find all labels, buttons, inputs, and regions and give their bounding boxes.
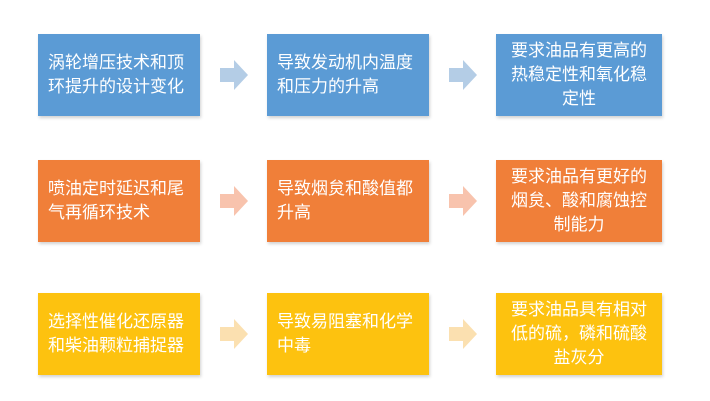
row1-arrow-1 (220, 60, 248, 90)
row2-effect-box: 导致烟炱和酸值都升高 (267, 160, 429, 242)
row3-requirement-text: 要求油品具有相对低的硫，磷和硫酸盐灰分 (511, 300, 647, 368)
row3-effect-box: 导致易阻塞和化学中毒 (267, 293, 429, 375)
row2-cause-text: 喷油定时延迟和尾气再循环技术 (48, 179, 184, 223)
row2-cause-box: 喷油定时延迟和尾气再循环技术 (38, 160, 200, 242)
row3-requirement-box: 要求油品具有相对低的硫，磷和硫酸盐灰分 (496, 293, 662, 375)
row3-arrow-1 (220, 319, 248, 349)
row3-effect-text: 导致易阻塞和化学中毒 (277, 312, 413, 356)
row2-arrow-2 (449, 186, 477, 216)
row1-cause-text: 涡轮增压技术和顶环提升的设计变化 (48, 53, 184, 97)
row2-effect-text: 导致烟炱和酸值都升高 (277, 179, 413, 223)
row1-effect-text: 导致发动机内温度和压力的升高 (277, 53, 413, 97)
row2-arrow-1 (220, 186, 248, 216)
row3-cause-text: 选择性催化还原器和柴油颗粒捕捉器 (48, 312, 184, 356)
row1-effect-box: 导致发动机内温度和压力的升高 (267, 34, 429, 116)
row1-cause-box: 涡轮增压技术和顶环提升的设计变化 (38, 34, 200, 116)
row1-requirement-box: 要求油品有更高的热稳定性和氧化稳定性 (496, 34, 662, 116)
row1-arrow-2 (449, 60, 477, 90)
row2-requirement-text: 要求油品有更好的烟炱、酸和腐蚀控制能力 (511, 167, 647, 235)
row1-requirement-text: 要求油品有更高的热稳定性和氧化稳定性 (511, 41, 647, 109)
row2-requirement-box: 要求油品有更好的烟炱、酸和腐蚀控制能力 (496, 160, 662, 242)
row3-cause-box: 选择性催化还原器和柴油颗粒捕捉器 (38, 293, 200, 375)
row3-arrow-2 (449, 319, 477, 349)
